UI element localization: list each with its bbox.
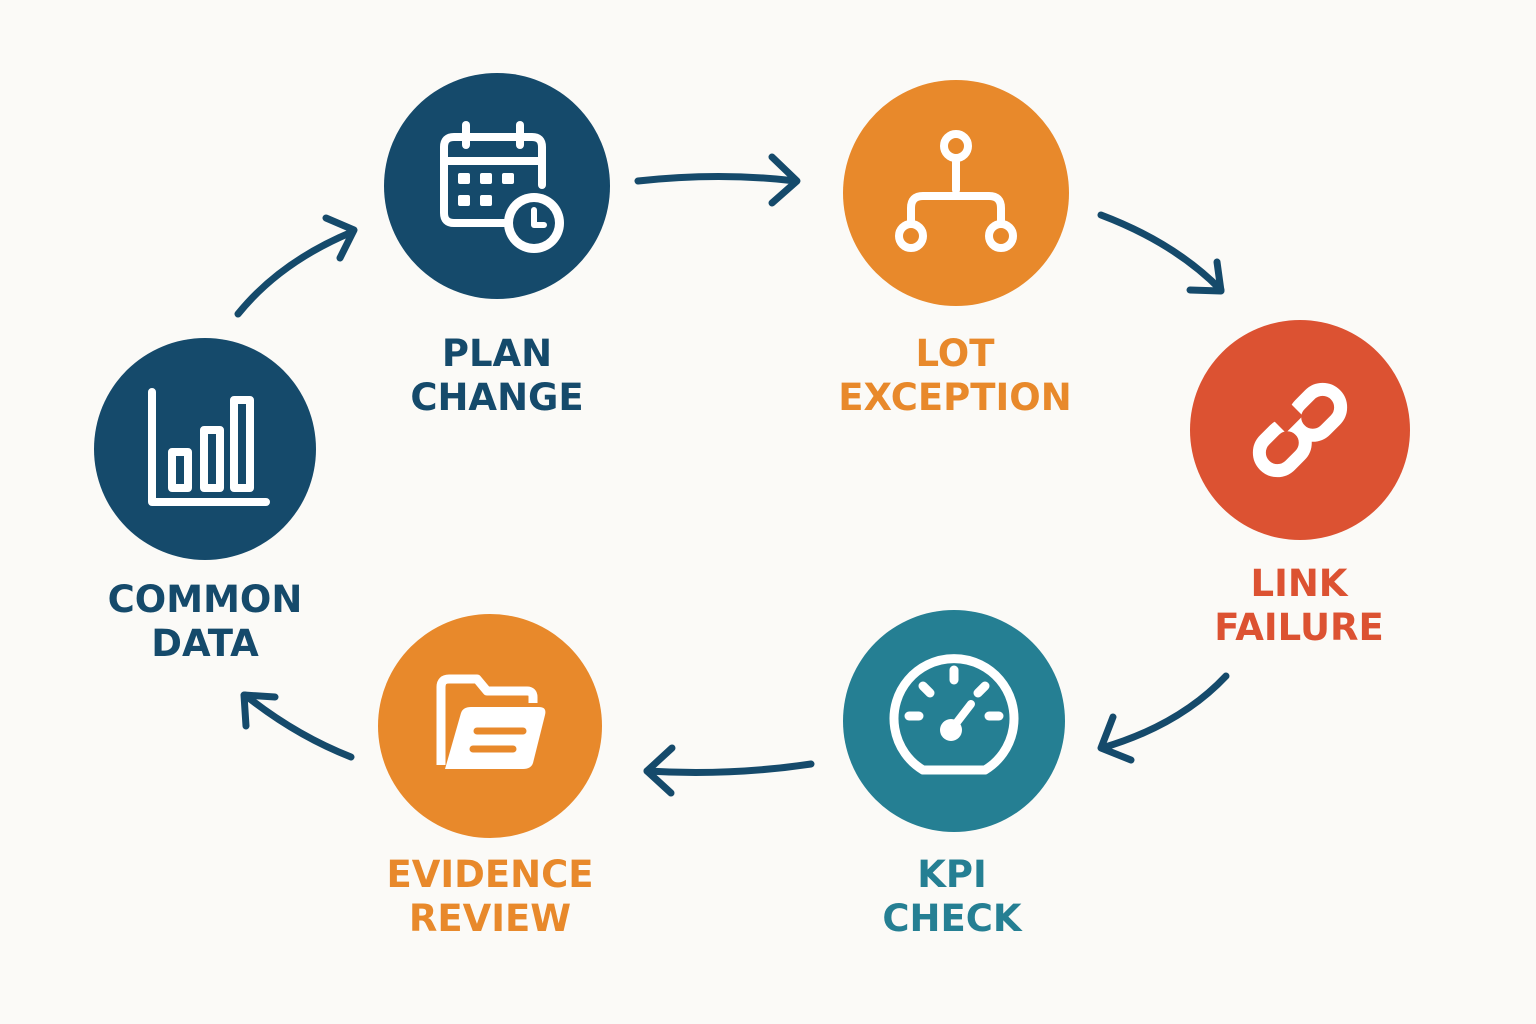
arrow-evidence-to-common (240, 691, 355, 761)
common-data-line1: COMMON (107, 578, 303, 621)
hierarchy-icon (895, 130, 1017, 252)
link-failure-circle (1190, 320, 1410, 540)
plan-change-line1: PLAN (441, 332, 553, 375)
calendar-clock-icon (440, 121, 564, 253)
bar-chart-icon (148, 388, 270, 506)
arrow-lot-to-link (1097, 211, 1225, 295)
arrow-plan-to-lot (634, 153, 801, 207)
lot-exception-line2: EXCEPTION (838, 376, 1072, 419)
common-data-circle (94, 338, 316, 560)
folder-icon (436, 674, 546, 769)
lot-exception-circle (843, 80, 1069, 306)
link-failure-line2: FAILURE (1214, 606, 1384, 649)
gauge-icon (889, 654, 1019, 775)
lot-exception-line1: LOT (915, 332, 995, 375)
evidence-review-line1: EVIDENCE (386, 853, 594, 896)
evidence-review-circle (378, 614, 602, 838)
plan-change-line2: CHANGE (410, 376, 584, 419)
evidence-review-line2: REVIEW (408, 897, 572, 940)
link-failure-label: LINK FAILURE (1139, 562, 1459, 650)
arrow-link-to-kpi (1097, 672, 1230, 764)
plan-change-circle (384, 73, 610, 299)
plan-change-label: PLAN CHANGE (337, 332, 657, 420)
kpi-check-label: KPI CHECK (792, 853, 1112, 941)
arrow-kpi-to-evidence (643, 744, 815, 797)
broken-link-icon (1252, 382, 1348, 478)
link-failure-line1: LINK (1250, 562, 1348, 605)
lot-exception-label: LOT EXCEPTION (795, 332, 1115, 420)
kpi-check-circle (843, 610, 1065, 832)
kpi-check-line1: KPI (917, 853, 987, 896)
common-data-label: COMMON DATA (45, 578, 365, 666)
common-data-line2: DATA (151, 622, 259, 665)
kpi-check-line2: CHECK (882, 897, 1022, 940)
arrow-common-to-plan (234, 214, 358, 318)
evidence-review-label: EVIDENCE REVIEW (330, 853, 650, 941)
